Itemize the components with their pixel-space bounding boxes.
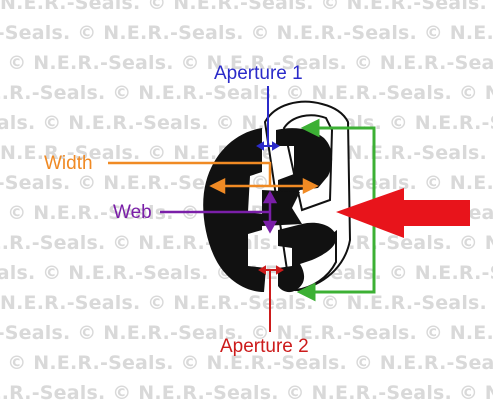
width-marker bbox=[108, 161, 319, 195]
aperture-1-label: Aperture 1 bbox=[214, 63, 303, 84]
aperture-1-marker bbox=[256, 86, 280, 151]
seal-profile bbox=[203, 128, 337, 293]
pointer-arrow bbox=[336, 188, 470, 238]
aperture-2-marker bbox=[258, 265, 284, 332]
aperture-2-label: Aperture 2 bbox=[220, 336, 309, 357]
width-label: Width bbox=[44, 153, 93, 174]
web-marker bbox=[160, 190, 278, 234]
web-label: Web bbox=[113, 202, 152, 223]
